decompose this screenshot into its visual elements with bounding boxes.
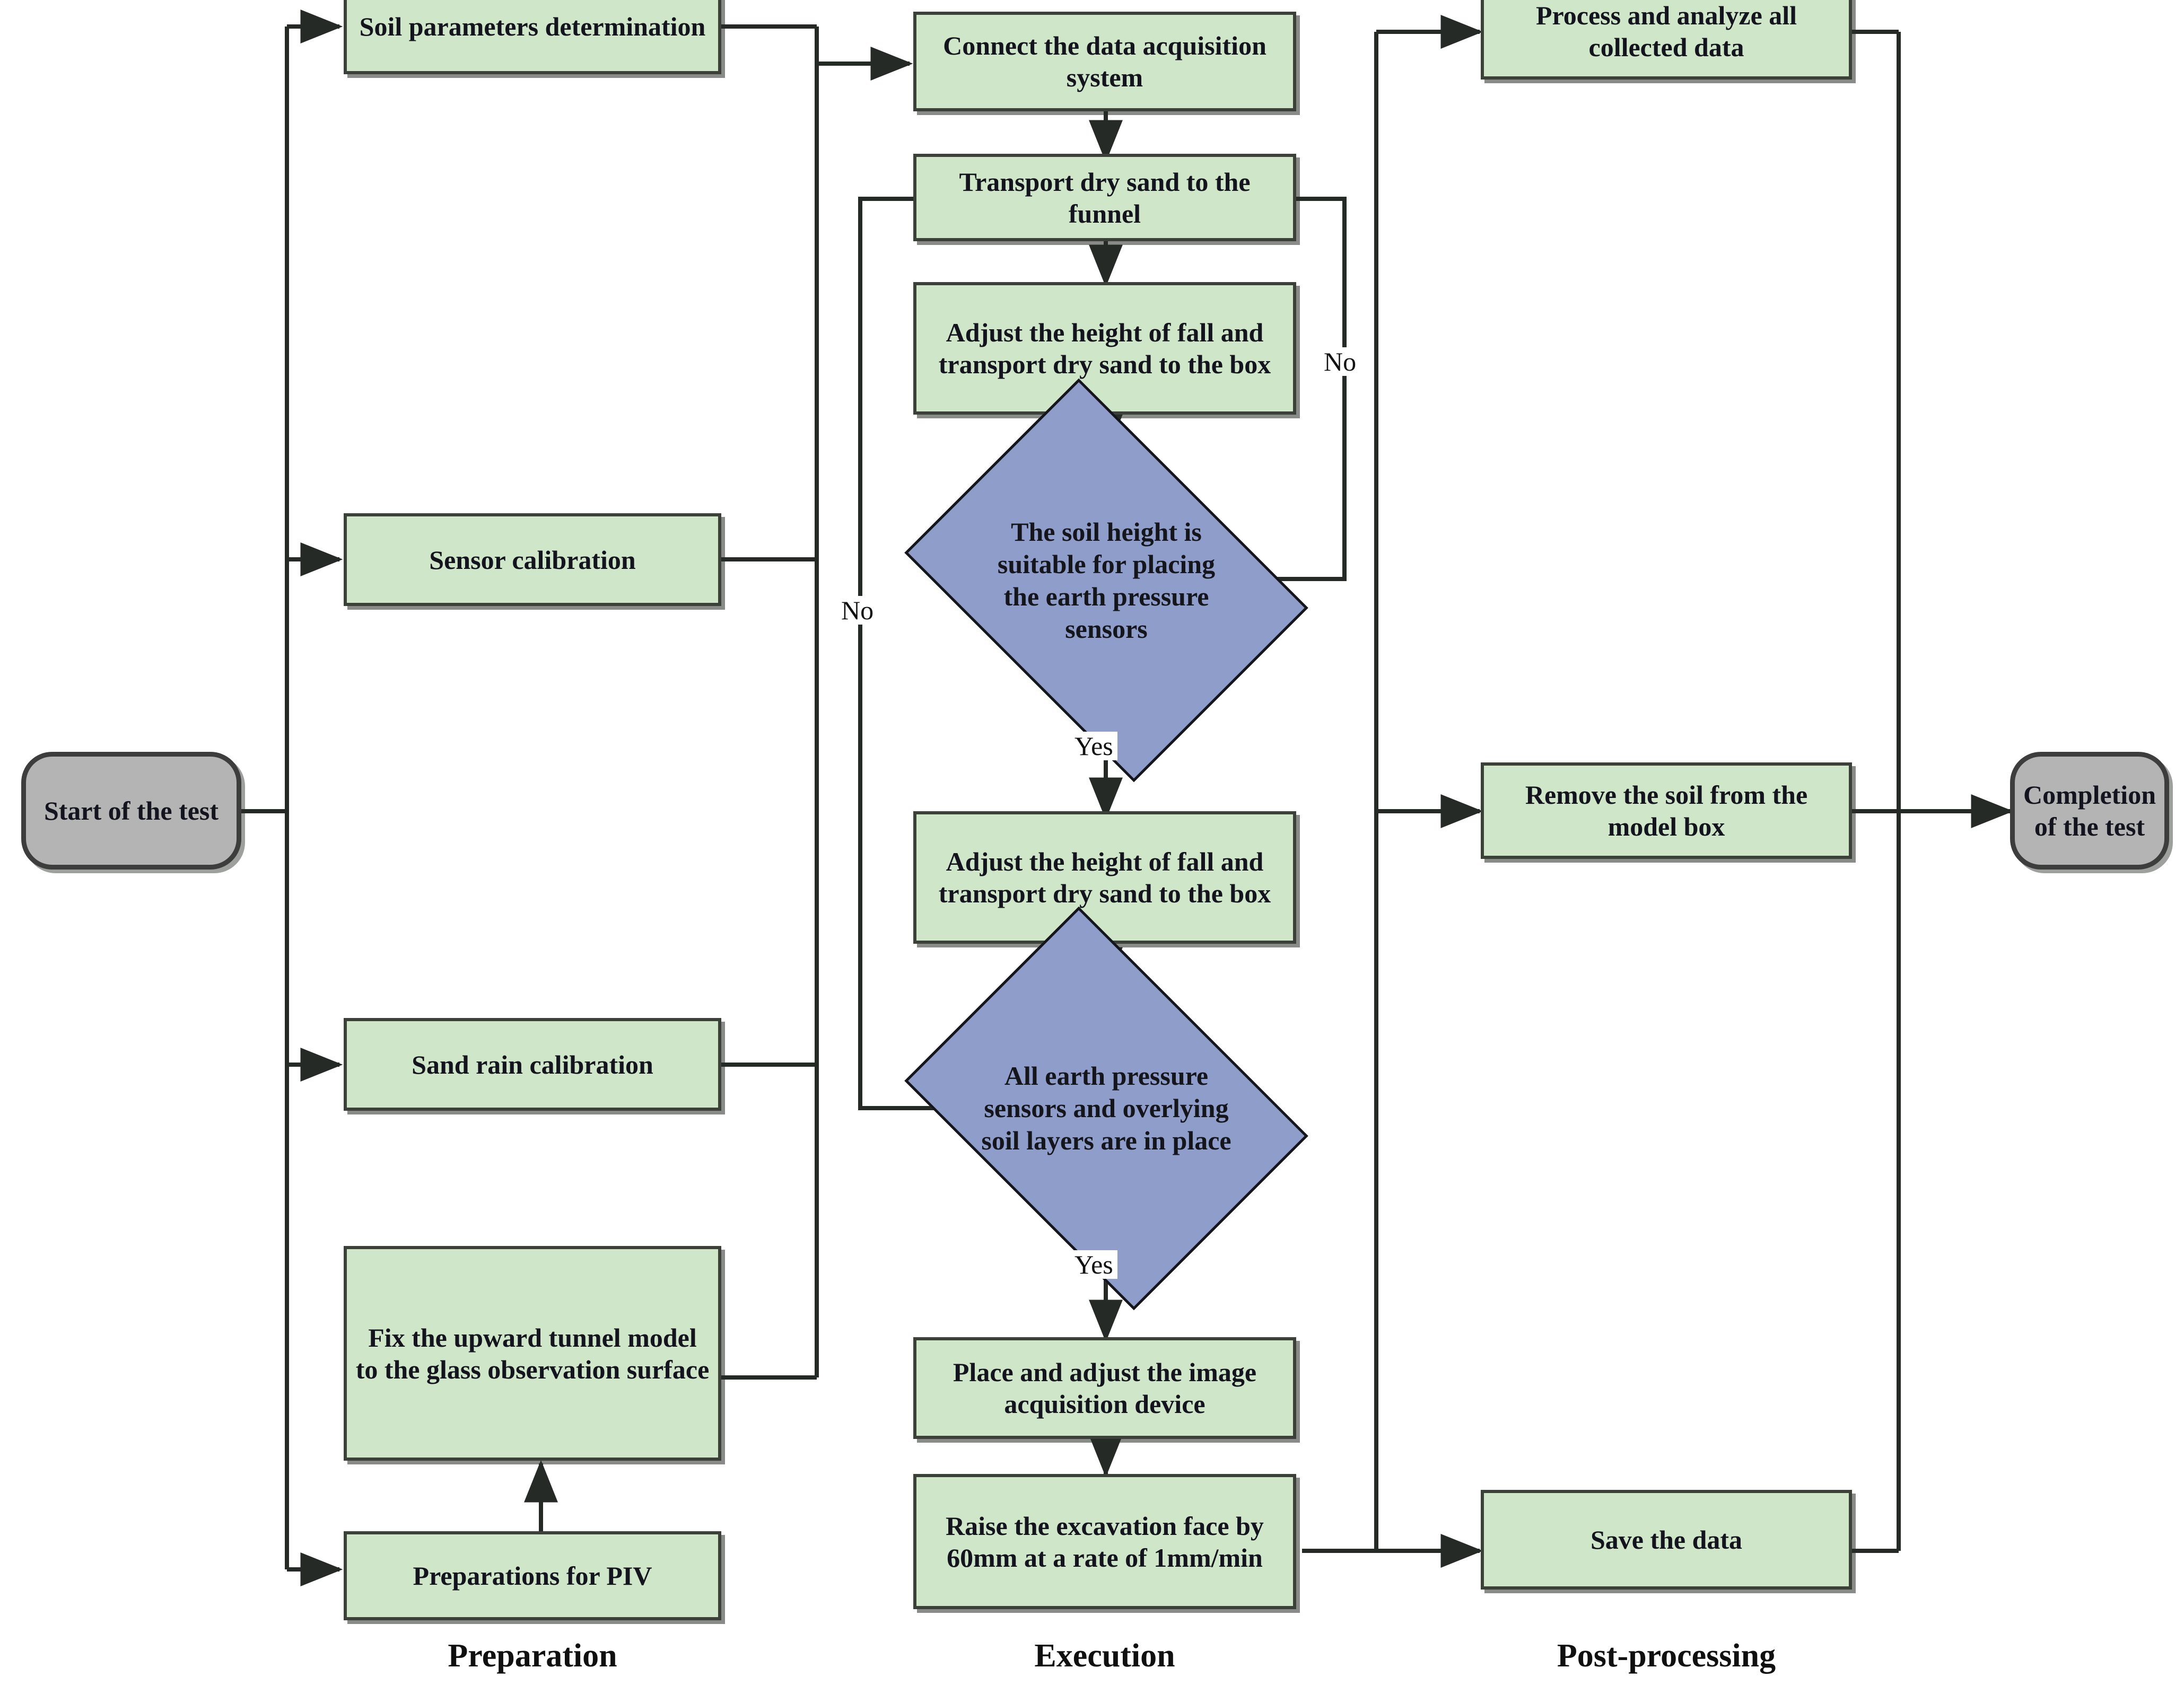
step-adjust-fall-2-label: Adjust the height of fall and transport …: [938, 847, 1271, 908]
decision-sensors-in-place[interactable]: All earth pressure sensors and overlying…: [904, 906, 1308, 1311]
step-fix-tunnel-model[interactable]: Fix the upward tunnel model to the glass…: [344, 1246, 721, 1461]
step-connect-daq[interactable]: Connect the data acquisition system: [913, 12, 1296, 111]
step-sensor-calibration[interactable]: Sensor calibration: [344, 513, 721, 606]
step-place-image-device[interactable]: Place and adjust the image acquisition d…: [913, 1337, 1296, 1439]
edge-label-yes-second: Yes: [1070, 1250, 1117, 1279]
edge-label-no-right: No: [1320, 347, 1361, 376]
edge-label-no-left: No: [837, 596, 878, 625]
column-label-execution: Execution: [1034, 1638, 1175, 1674]
step-place-image-device-label: Place and adjust the image acquisition d…: [953, 1357, 1257, 1419]
step-soil-params[interactable]: Soil parameters determination: [344, 0, 721, 74]
step-raise-excavation-face-label: Raise the excavation face by 60mm at a r…: [946, 1511, 1264, 1573]
decision-soil-height-suitable[interactable]: The soil height is suitable for placing …: [904, 378, 1308, 783]
step-fix-tunnel-model-label: Fix the upward tunnel model to the glass…: [355, 1322, 710, 1384]
terminator-end-label: Completion of the test: [2023, 780, 2156, 841]
step-connect-daq-label: Connect the data acquisition system: [943, 31, 1266, 92]
step-sand-rain-calibration-label: Sand rain calibration: [412, 1049, 653, 1079]
step-adjust-fall-1-label: Adjust the height of fall and transport …: [938, 318, 1271, 379]
step-save-data-label: Save the data: [1590, 1525, 1743, 1555]
decision-soil-height-label: The soil height is suitable for placing …: [997, 516, 1216, 644]
terminator-start-label: Start of the test: [43, 796, 219, 826]
step-raise-excavation-face[interactable]: Raise the excavation face by 60mm at a r…: [913, 1474, 1296, 1609]
terminator-start[interactable]: Start of the test: [21, 752, 241, 870]
edge-label-yes-first: Yes: [1070, 732, 1117, 760]
step-save-data[interactable]: Save the data: [1481, 1490, 1852, 1590]
step-process-analyze-data[interactable]: Process and analyze all collected data: [1481, 0, 1852, 80]
step-sand-rain-calibration[interactable]: Sand rain calibration: [344, 1018, 721, 1111]
step-process-analyze-data-label: Process and analyze all collected data: [1535, 1, 1797, 62]
step-transport-to-funnel[interactable]: Transport dry sand to the funnel: [913, 154, 1296, 241]
step-adjust-fall-1[interactable]: Adjust the height of fall and transport …: [913, 282, 1296, 415]
column-label-preparation: Preparation: [448, 1638, 617, 1674]
column-label-post-processing: Post-processing: [1557, 1638, 1776, 1674]
step-soil-params-label: Soil parameters determination: [359, 12, 706, 41]
decision-sensors-in-place-label: All earth pressure sensors and overlying…: [981, 1061, 1231, 1155]
step-remove-soil-label: Remove the soil from the model box: [1525, 780, 1808, 841]
step-adjust-fall-2[interactable]: Adjust the height of fall and transport …: [913, 811, 1296, 944]
step-remove-soil[interactable]: Remove the soil from the model box: [1481, 762, 1852, 859]
step-sensor-calibration-label: Sensor calibration: [429, 545, 636, 575]
step-preparations-piv[interactable]: Preparations for PIV: [344, 1531, 721, 1620]
step-transport-to-funnel-label: Transport dry sand to the funnel: [959, 166, 1251, 229]
step-preparations-piv-label: Preparations for PIV: [413, 1561, 652, 1591]
terminator-end[interactable]: Completion of the test: [2010, 752, 2169, 870]
